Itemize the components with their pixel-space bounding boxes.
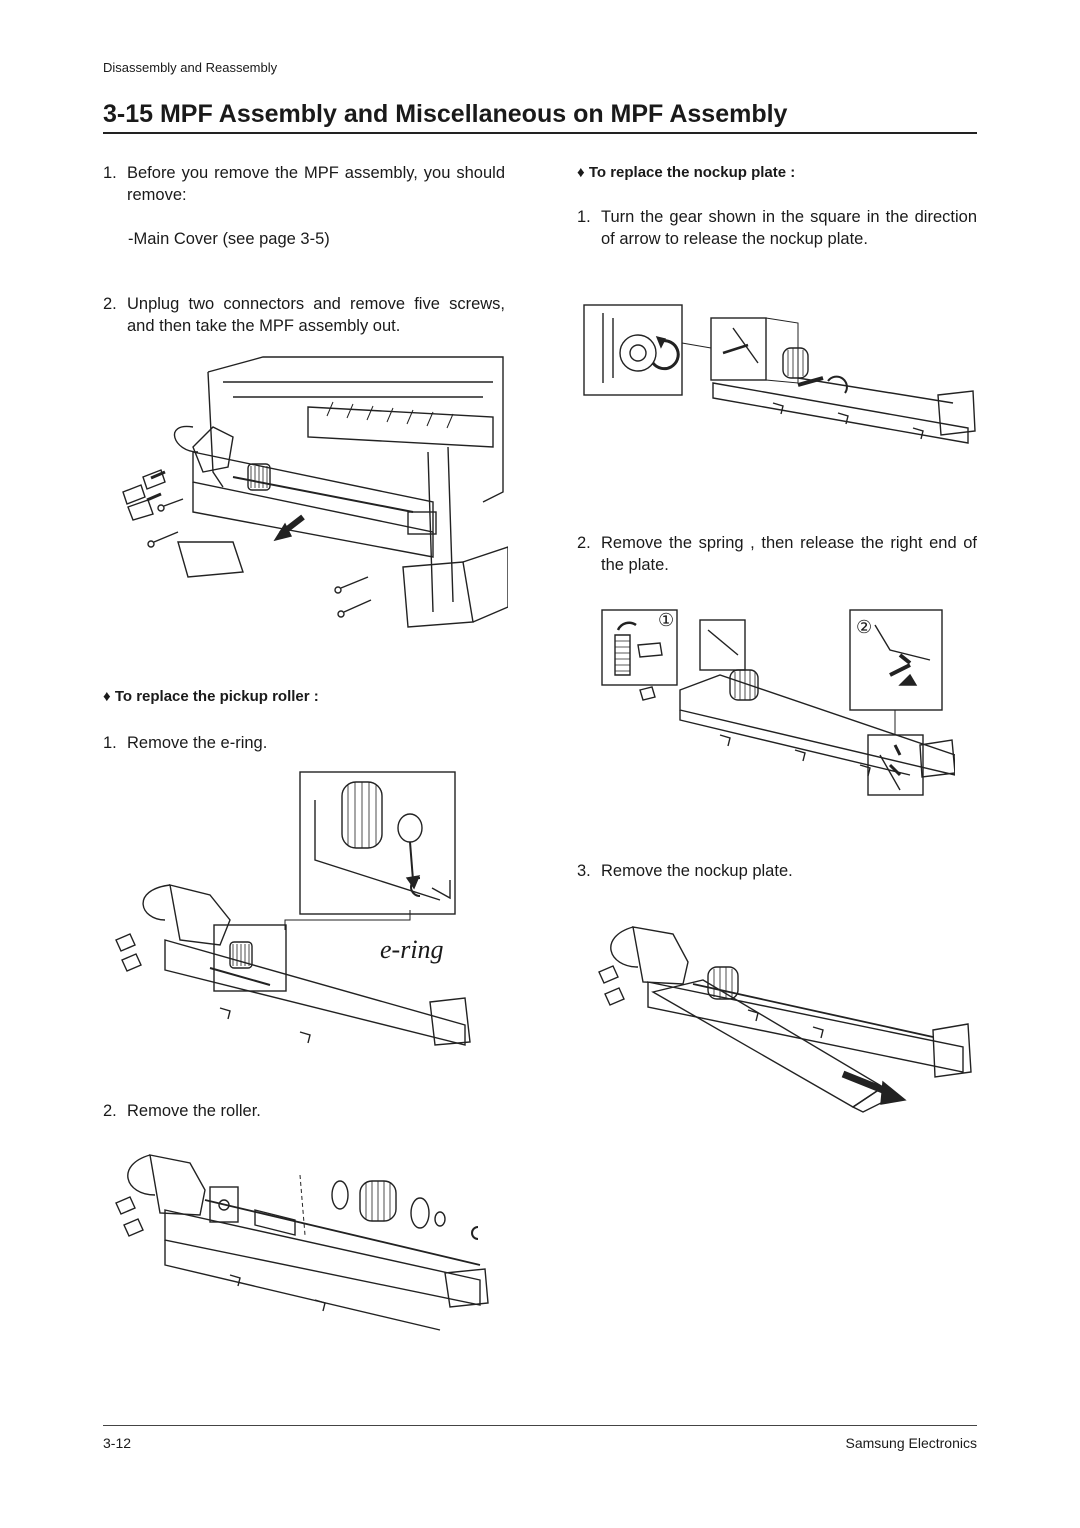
figure-roller-removal	[110, 1145, 495, 1345]
running-header: Disassembly and Reassembly	[103, 60, 278, 75]
left-step-1-sub: -Main Cover (see page 3-5)	[128, 230, 330, 248]
pickup-step-1: 1. Remove the e-ring.	[103, 734, 268, 752]
callout-1: ①	[658, 610, 675, 630]
nockup-step-2: 2. Remove the spring , then release the …	[577, 534, 977, 574]
callout-2: ②	[856, 617, 873, 637]
nockup-step-1: 1. Turn the gear shown in the square in …	[577, 208, 977, 248]
left-step-2: 2. Unplug two connectors and remove five…	[103, 295, 505, 335]
nockup-plate-heading: ♦ To replace the nockup plate :	[577, 164, 796, 181]
title-rule	[103, 132, 977, 134]
figure-ering-removal	[110, 770, 480, 1060]
section-title: 3-15 MPF Assembly and Miscellaneous on M…	[103, 100, 788, 128]
pickup-step-2: 2. Remove the roller.	[103, 1102, 261, 1120]
footer-rule	[103, 1425, 977, 1426]
nockup-step-3: 3. Remove the nockup plate.	[577, 862, 793, 880]
figure-nockup-removal	[593, 912, 973, 1122]
pickup-roller-heading: ♦ To replace the pickup roller :	[103, 688, 319, 705]
footer-company: Samsung Electronics	[845, 1435, 977, 1451]
ering-label: e-ring	[380, 935, 444, 964]
figure-spring-removal	[600, 605, 955, 800]
left-step-1: 1. Before you remove the MPF assembly, y…	[103, 164, 505, 204]
figure-gear-turn	[583, 303, 978, 448]
page-number: 3-12	[103, 1435, 132, 1451]
figure-mpf-removal	[103, 352, 508, 652]
